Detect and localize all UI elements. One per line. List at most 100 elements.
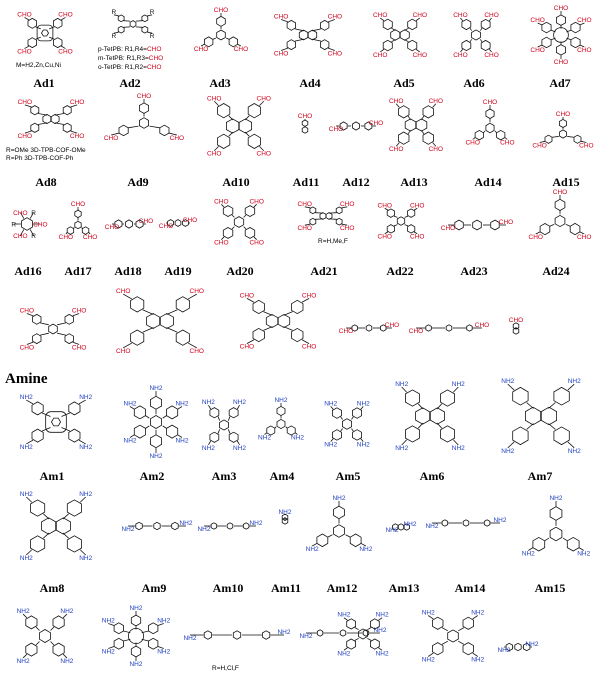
bond	[544, 537, 550, 542]
arm-ring	[335, 217, 343, 226]
arm-ring	[555, 44, 566, 56]
bond	[567, 136, 575, 138]
bond	[157, 623, 164, 626]
arm-ring	[171, 521, 179, 531]
bond	[217, 416, 221, 421]
bond	[367, 637, 372, 641]
bond	[227, 416, 231, 421]
label-ad24: Ad24	[542, 264, 570, 278]
bond	[328, 19, 336, 23]
aldehyde-group-label: CHO	[214, 240, 228, 247]
bond	[113, 31, 119, 34]
label-ad6: Ad6	[463, 76, 485, 90]
aldehyde-group-label: CHO	[577, 47, 591, 54]
arm-ring	[217, 133, 231, 149]
arm-ring	[422, 105, 434, 119]
bond	[26, 496, 33, 503]
aldehyde-group-label: CHO	[328, 13, 342, 20]
bond	[345, 534, 351, 538]
arm-ring	[331, 407, 342, 419]
amine-group-label: NH2	[124, 438, 137, 445]
amine-group-label: NH2	[149, 453, 162, 460]
arm-ring	[25, 642, 38, 657]
aldehyde-group-label: CHO	[20, 345, 34, 352]
bond	[147, 14, 153, 17]
bond	[304, 206, 311, 209]
label-ad17: Ad17	[64, 264, 92, 278]
arm-ring	[403, 523, 410, 531]
bond	[123, 630, 131, 634]
amine-group-label: NH2	[277, 629, 290, 636]
arm-ring	[351, 324, 358, 332]
amine-group-label: NH2	[493, 517, 506, 524]
core-ring	[319, 212, 327, 220]
bond	[526, 402, 534, 409]
amine-group-label: NH2	[395, 381, 408, 388]
arm-ring	[141, 25, 149, 34]
amine-group-label: NH2	[577, 551, 590, 558]
bond	[62, 653, 68, 659]
bond	[61, 17, 66, 21]
arm-ring	[512, 426, 529, 446]
label-am13: Am13	[388, 581, 420, 595]
aldehyde-group-label: CHO	[453, 12, 467, 19]
bond	[504, 137, 508, 140]
arm-ring	[316, 533, 329, 548]
aldehyde-group-label: CHO	[577, 234, 591, 241]
core-ring	[51, 417, 61, 427]
aldehyde-group-label: CHO	[298, 201, 312, 208]
arm-ring	[466, 324, 473, 332]
core-ring	[233, 216, 245, 228]
bond	[312, 38, 322, 42]
label-ad22: Ad22	[386, 264, 414, 278]
amine-group-label: NH2	[60, 608, 73, 615]
arm-ring	[203, 630, 212, 640]
bond	[188, 342, 197, 349]
bond	[460, 17, 464, 22]
bond	[227, 429, 231, 434]
core-ring	[396, 216, 406, 226]
aldehyde-group-label: R	[31, 233, 36, 240]
arm-ring	[462, 642, 474, 656]
core-ring	[42, 113, 52, 125]
arm-ring	[242, 522, 250, 530]
bond	[263, 311, 273, 316]
core-ring	[404, 118, 417, 132]
aldehyde-group-label: R	[31, 210, 36, 217]
label-am14: Am14	[454, 581, 486, 595]
arm-ring	[539, 223, 551, 236]
bond	[535, 231, 541, 235]
core-ring	[129, 20, 137, 28]
bond	[580, 140, 587, 143]
arm-ring	[320, 39, 330, 51]
bond	[54, 113, 65, 116]
aldehyde-group-label: CHO	[499, 219, 513, 226]
label-ad16: Ad16	[14, 264, 42, 278]
bond	[145, 415, 150, 419]
label-am5: Am5	[335, 469, 361, 483]
bond	[24, 104, 32, 108]
arm-ring	[407, 39, 418, 52]
note-ad2-ortho-cho: CHO	[146, 64, 162, 71]
arm-ring	[462, 616, 474, 630]
arm-ring	[27, 37, 38, 49]
bond	[311, 543, 318, 547]
aldehyde-group-label: CHO	[413, 52, 427, 59]
arm-ring	[130, 614, 142, 627]
label-am7: Am7	[527, 469, 553, 483]
aldehyde-group-label: CHO	[410, 234, 424, 241]
arm-ring	[461, 39, 472, 52]
arm-ring	[167, 219, 174, 227]
aldehyde-group-label: CHO	[409, 328, 423, 335]
bond	[413, 207, 418, 211]
cage-core	[553, 27, 569, 43]
